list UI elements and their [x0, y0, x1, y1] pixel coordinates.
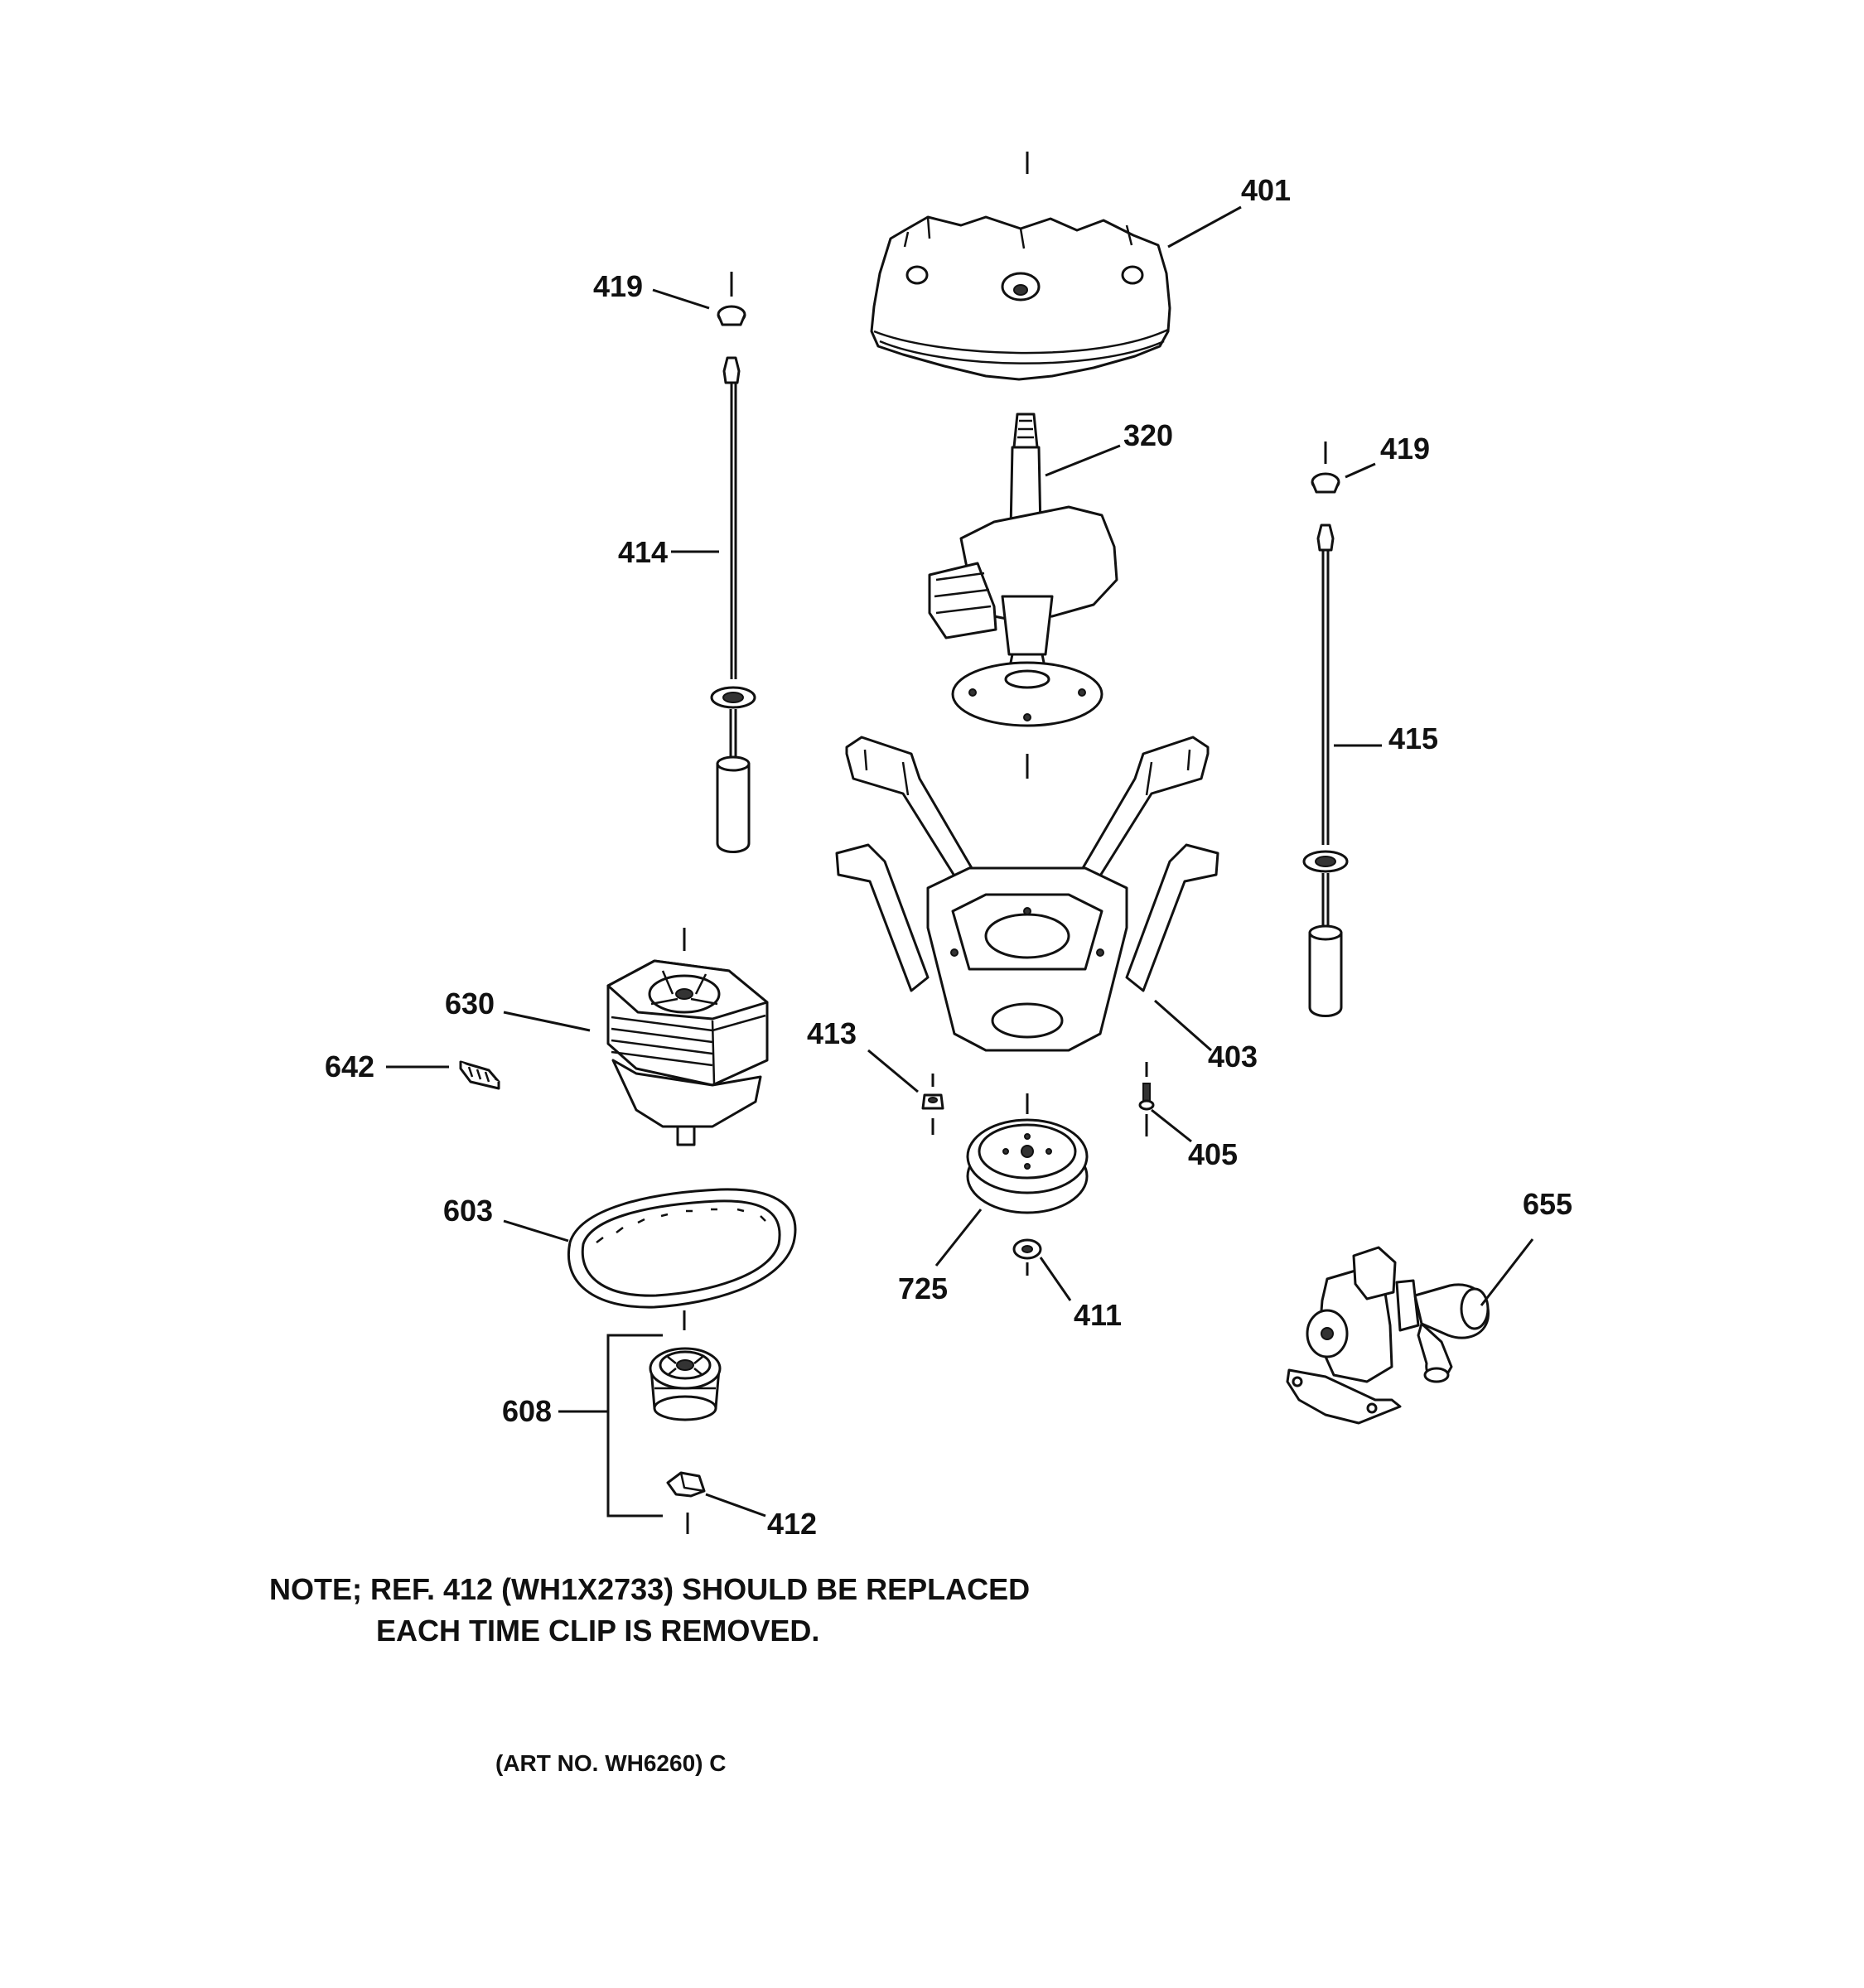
part-642-connector	[459, 1060, 500, 1090]
callout-630: 630	[445, 987, 495, 1021]
part-401-tub-cover	[870, 152, 1171, 381]
callout-419-right: 419	[1380, 432, 1430, 466]
callout-411: 411	[1074, 1298, 1122, 1332]
part-608-motor-pulley	[606, 1334, 722, 1518]
part-413-nut	[921, 1074, 944, 1135]
replacement-note-line-1: NOTE; REF. 412 (WH1X2733) SHOULD BE REPL…	[269, 1572, 1031, 1606]
part-725-pulley	[966, 1118, 1089, 1214]
callout-419-left: 419	[593, 269, 643, 303]
part-405-bolt	[1138, 1062, 1155, 1136]
callout-405: 405	[1188, 1137, 1238, 1171]
callout-413: 413	[807, 1016, 857, 1050]
callout-412: 412	[767, 1507, 817, 1541]
part-630-motor	[606, 928, 769, 1146]
part-415-suspension-rod-right	[1302, 524, 1349, 1017]
callout-414: 414	[618, 535, 668, 569]
part-403-mounting-bracket	[835, 736, 1219, 1114]
callout-725: 725	[898, 1271, 948, 1305]
callout-320: 320	[1123, 418, 1173, 452]
replacement-note-line-2: EACH TIME CLIP IS REMOVED.	[376, 1614, 820, 1648]
callout-655: 655	[1523, 1187, 1572, 1221]
leader-lines	[386, 205, 1534, 1518]
callout-415: 415	[1388, 721, 1438, 755]
part-419-right-cap	[1311, 442, 1340, 494]
part-414-suspension-rod-left	[710, 356, 756, 853]
art-number: (ART NO. WH6260) C	[495, 1750, 727, 1776]
part-655-water-valve	[1286, 1246, 1490, 1425]
callout-403: 403	[1208, 1040, 1258, 1074]
callout-labels: 401 419 419 320 414 415 630 642 413 403 …	[325, 173, 1572, 1541]
part-412-clip	[666, 1471, 706, 1534]
callout-608: 608	[502, 1394, 552, 1428]
part-603-drive-belt	[567, 1188, 797, 1330]
callout-642: 642	[325, 1049, 374, 1083]
part-411-nut	[1012, 1238, 1042, 1276]
callout-401: 401	[1241, 173, 1291, 207]
callout-603: 603	[443, 1194, 493, 1228]
part-320-transmission	[928, 413, 1118, 779]
part-419-left-cap	[717, 272, 746, 326]
